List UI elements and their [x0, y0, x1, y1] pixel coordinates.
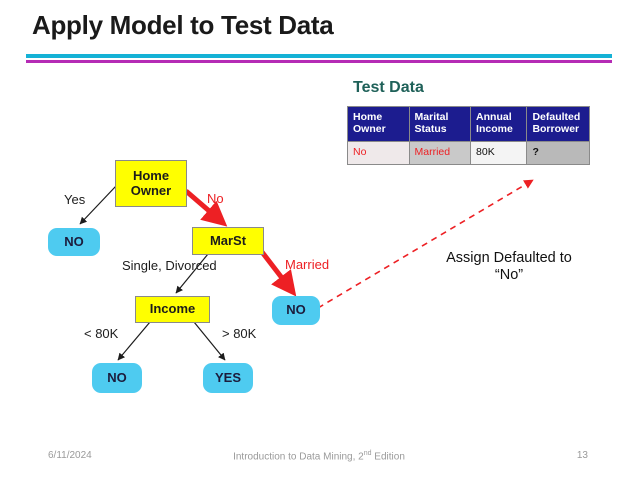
col-defaulted-line1: Defaulted: [532, 111, 581, 123]
edge-label-yes: Yes: [64, 192, 86, 207]
tree-leaf-no-homeowner-yes[interactable]: NO: [48, 228, 100, 256]
edge-label-single-divorced: Single, Divorced: [122, 258, 217, 273]
tree-node-home-owner[interactable]: Home Owner: [115, 160, 187, 207]
footer-page-number: 13: [576, 450, 588, 461]
cell-home-owner: No: [347, 140, 410, 165]
cell-annual-income: 80K: [470, 140, 528, 165]
page-title: Apply Model to Test Data: [32, 10, 334, 40]
edge-label-lt-80k: < 80K: [84, 326, 119, 341]
home-owner-line1: Home: [132, 168, 170, 184]
col-home-owner-line2: Owner: [353, 123, 386, 136]
table-header-row: Home Owner Marital Status Annual Income …: [347, 106, 590, 142]
tree-node-income[interactable]: Income: [135, 296, 210, 323]
col-marital-line2: Status: [414, 123, 447, 136]
col-marital-line1: Marital: [414, 111, 449, 123]
col-income-line1: Annual: [476, 111, 512, 123]
test-data-table: Home Owner Marital Status Annual Income …: [347, 106, 590, 165]
test-data-heading: Test Data: [353, 79, 424, 96]
assign-annotation-line2: “No”: [494, 267, 524, 284]
tree-leaf-yes-income-gt80k[interactable]: YES: [203, 363, 253, 393]
column-header-marital-status: Marital Status: [408, 106, 472, 142]
table-row: No Married 80K ?: [347, 140, 590, 165]
edge-label-gt-80k: > 80K: [222, 326, 257, 341]
cell-defaulted-borrower: ?: [526, 140, 590, 165]
tree-leaf-no-income-lt80k[interactable]: NO: [92, 363, 142, 393]
edge-label-no: No: [207, 191, 224, 206]
tree-node-marst[interactable]: MarSt: [192, 227, 264, 255]
title-divider-magenta: [26, 60, 612, 63]
title-divider-cyan: [26, 54, 612, 58]
footer-date: 6/11/2024: [48, 450, 92, 461]
footer-course-title-tail: Edition: [371, 451, 405, 463]
assign-annotation-line1: Assign Defaulted to: [446, 250, 572, 266]
home-owner-line2: Owner: [130, 182, 172, 198]
col-defaulted-line2: Borrower: [532, 123, 580, 136]
footer-course-title-text: Introduction to Data Mining, 2: [233, 451, 364, 463]
column-header-defaulted-borrower: Defaulted Borrower: [526, 106, 590, 142]
footer-course-title: Introduction to Data Mining, 2nd Edition: [0, 450, 638, 462]
assign-annotation: Assign Defaulted to “No”: [424, 250, 594, 284]
col-income-line2: Income: [476, 123, 513, 136]
column-header-home-owner: Home Owner: [347, 106, 410, 142]
edge-label-married: Married: [285, 257, 330, 272]
tree-node-home-owner-label: Home Owner: [131, 169, 171, 198]
column-header-annual-income: Annual Income: [470, 106, 528, 142]
cell-marital-status: Married: [408, 140, 472, 165]
footer-course-title-sup: nd: [363, 450, 372, 457]
tree-leaf-no-married[interactable]: NO: [272, 296, 320, 325]
col-home-owner-line1: Home: [353, 111, 383, 123]
